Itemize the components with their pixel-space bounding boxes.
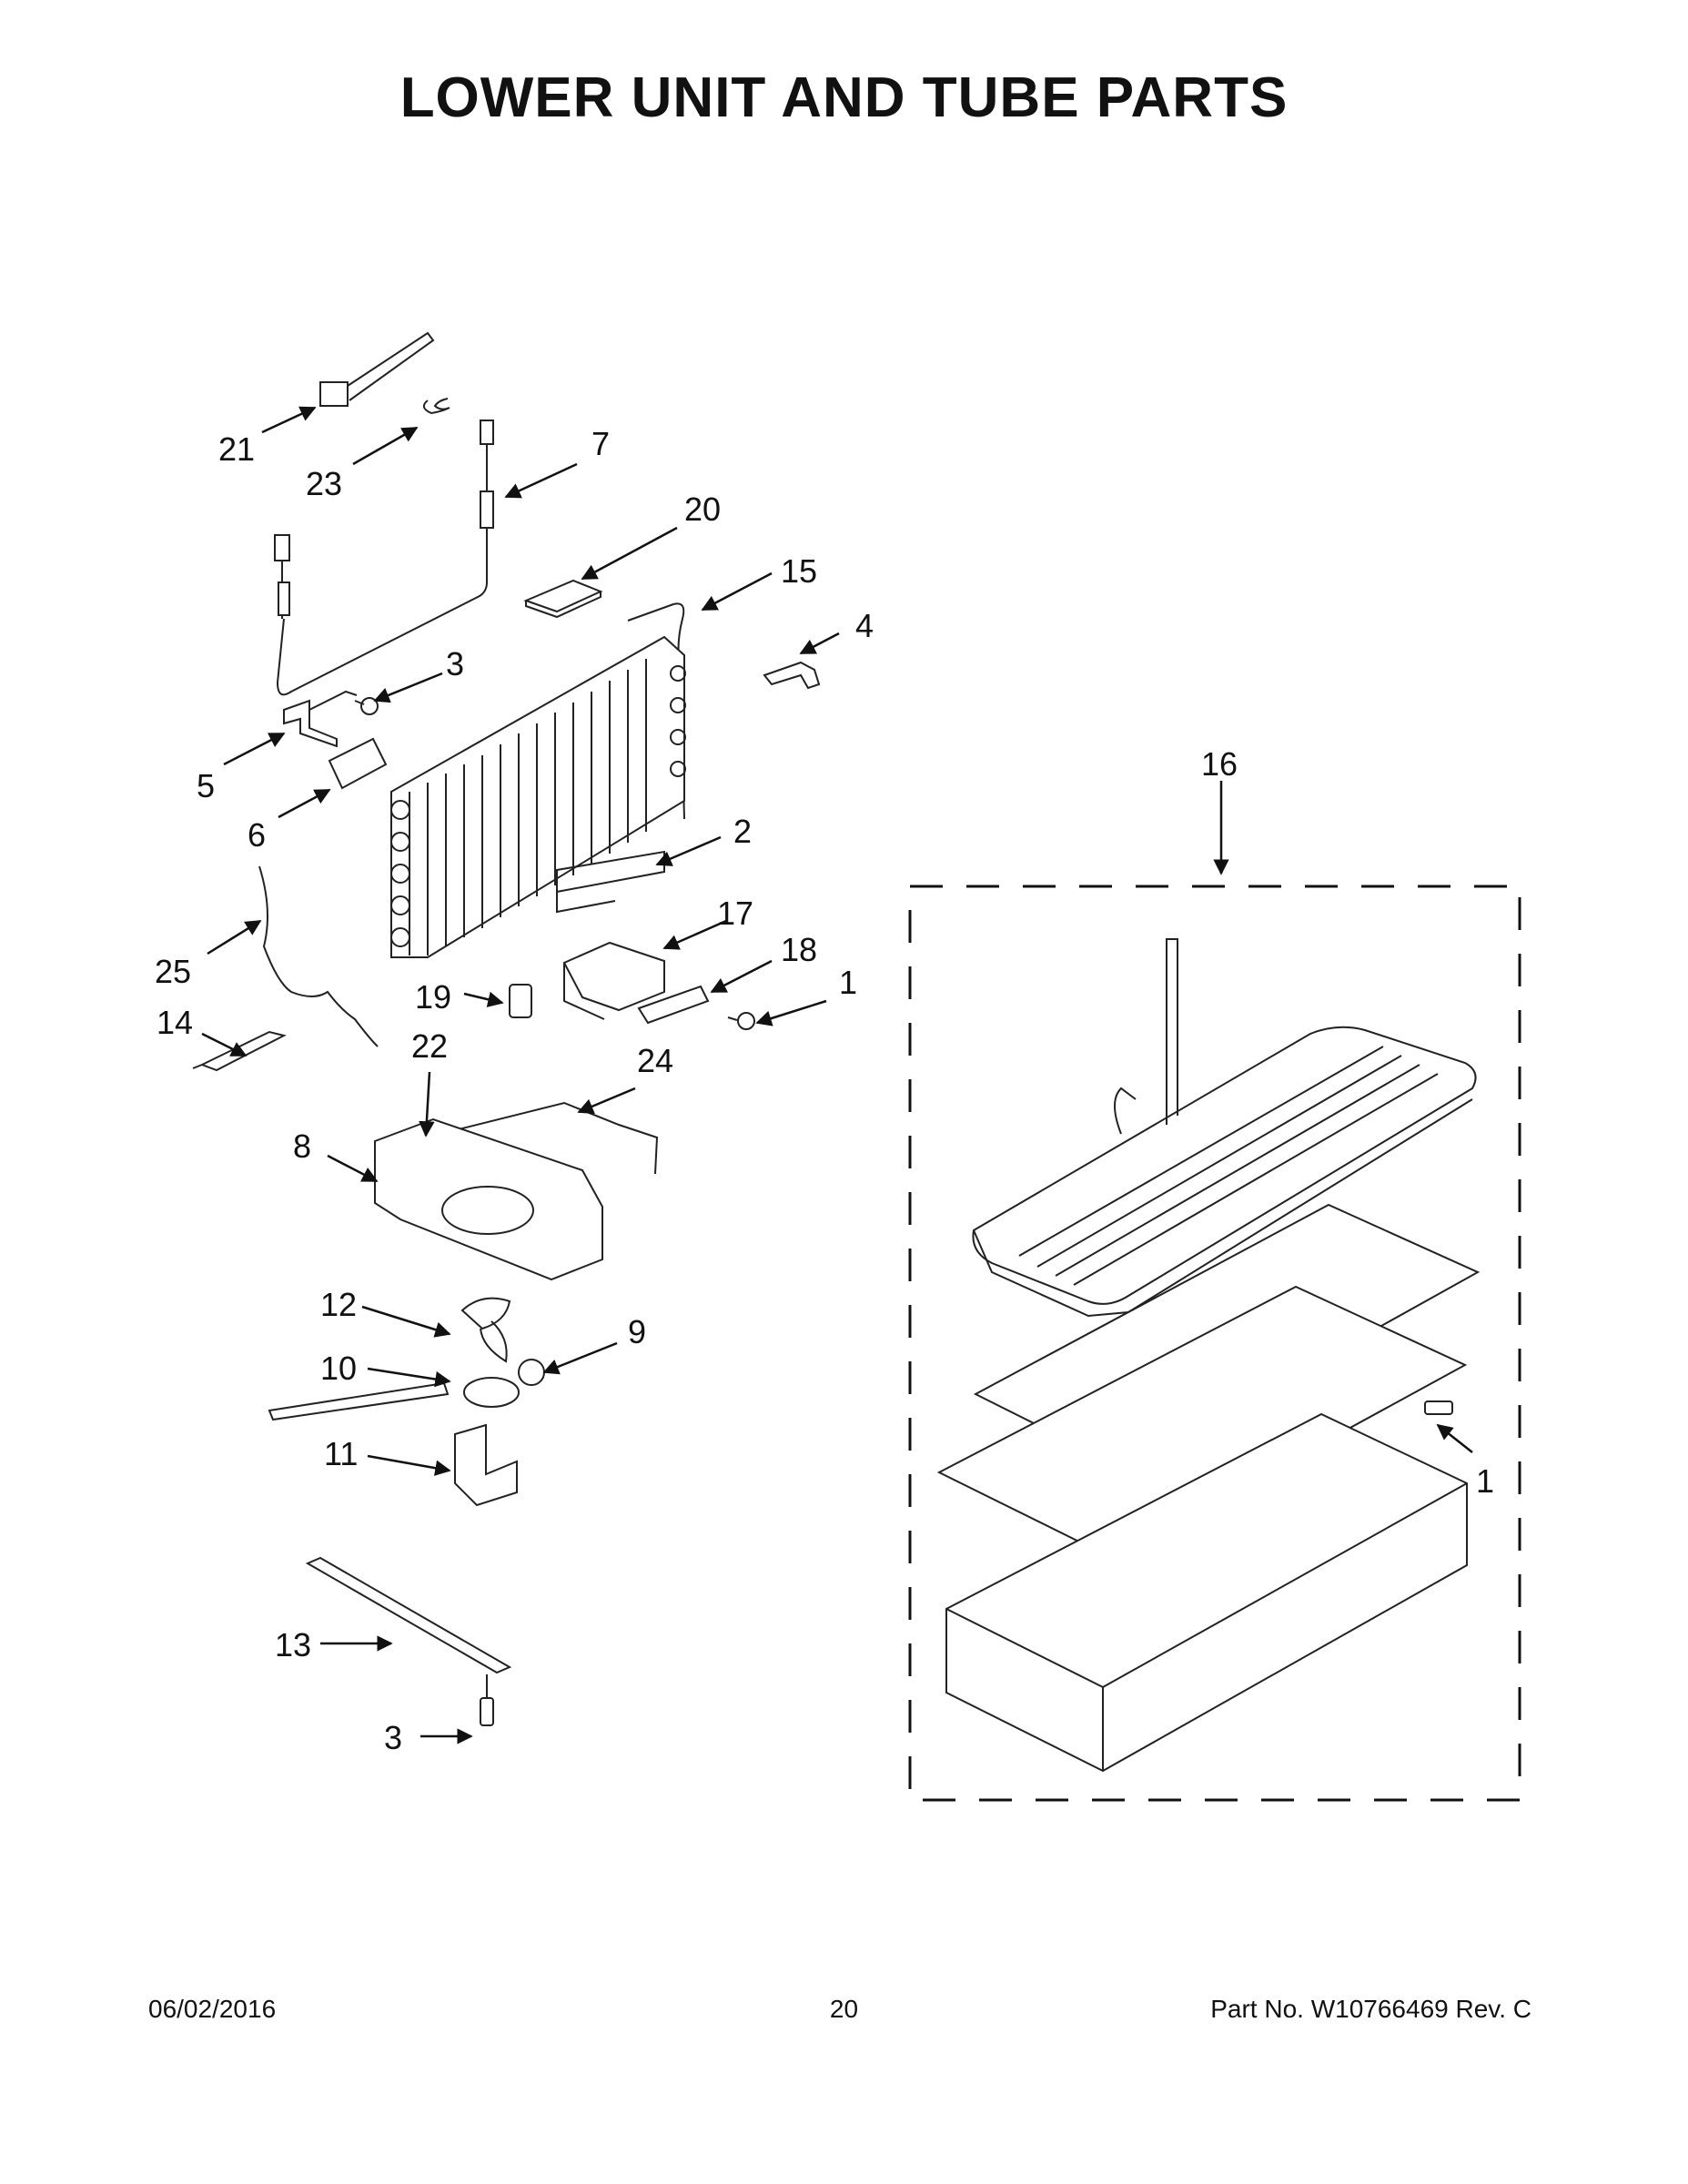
wiring-harness-part <box>258 865 379 1047</box>
callout-16: 16 <box>1201 745 1238 783</box>
screw-part-top <box>354 697 379 715</box>
callout-1-right: 1 <box>1476 1462 1494 1500</box>
callout-11: 11 <box>324 1435 358 1472</box>
callout-21: 21 <box>218 430 255 468</box>
heater-cover-part <box>562 941 665 1020</box>
condenser-assembly <box>936 938 1481 1773</box>
drain-tube-part <box>454 1101 659 1175</box>
sensor-bracket-part <box>283 690 358 748</box>
motor-bracket-part <box>454 1423 518 1507</box>
footer-date: 06/02/2016 <box>148 1995 277 2023</box>
callout-14: 14 <box>157 1004 193 1041</box>
callout-19: 19 <box>415 978 451 1016</box>
defrost-heater-part <box>556 850 665 914</box>
callout-9: 9 <box>628 1313 646 1350</box>
callout-3: 3 <box>446 645 464 682</box>
screw-part-bottom <box>480 1674 494 1726</box>
callout-7: 7 <box>591 425 610 462</box>
bracket-clip-part <box>763 661 821 690</box>
callout-3-bottom: 3 <box>384 1719 402 1756</box>
screw-part-right <box>727 1012 755 1030</box>
callout-15: 15 <box>781 552 817 590</box>
callout-17: 17 <box>717 895 753 932</box>
callout-5: 5 <box>197 767 215 804</box>
callout-8: 8 <box>293 1127 311 1165</box>
callout-10: 10 <box>320 1350 357 1387</box>
grommet-part <box>518 1359 545 1386</box>
trim-strip-part <box>305 1556 512 1674</box>
cable-tie-part <box>319 331 435 407</box>
callout-22: 22 <box>411 1027 448 1065</box>
fan-motor-part <box>268 1377 520 1421</box>
callout-20: 20 <box>684 490 721 528</box>
callout-23: 23 <box>306 465 342 502</box>
insulation-pad-part <box>328 737 388 790</box>
callout-4: 4 <box>855 607 874 644</box>
foam-plate-part <box>523 579 603 619</box>
harness-wire-part <box>274 420 494 696</box>
thermal-fuse-part <box>509 984 532 1018</box>
callout-18: 18 <box>781 931 817 968</box>
shield-plate-part <box>637 985 710 1025</box>
callout-13: 13 <box>275 1626 311 1663</box>
callout-25: 25 <box>155 953 191 990</box>
callout-12: 12 <box>320 1286 357 1323</box>
leader-arrows <box>201 406 1473 1744</box>
callout-6: 6 <box>248 816 266 854</box>
evaporator-coil-part <box>390 635 686 958</box>
footer-page-number: 20 <box>829 1995 859 2023</box>
callout-1: 1 <box>839 964 857 1001</box>
callout-2: 2 <box>733 813 752 850</box>
page-title: LOWER UNIT AND TUBE PARTS <box>399 66 1289 129</box>
fan-blade-part <box>460 1297 511 1363</box>
fan-shroud-part <box>374 1117 603 1281</box>
clip-part <box>422 398 450 415</box>
assembly-boundary-box <box>908 885 1521 1802</box>
footer-part-number: Part No. W10766469 Rev. C <box>1210 1995 1531 2023</box>
callout-24: 24 <box>637 1042 673 1079</box>
